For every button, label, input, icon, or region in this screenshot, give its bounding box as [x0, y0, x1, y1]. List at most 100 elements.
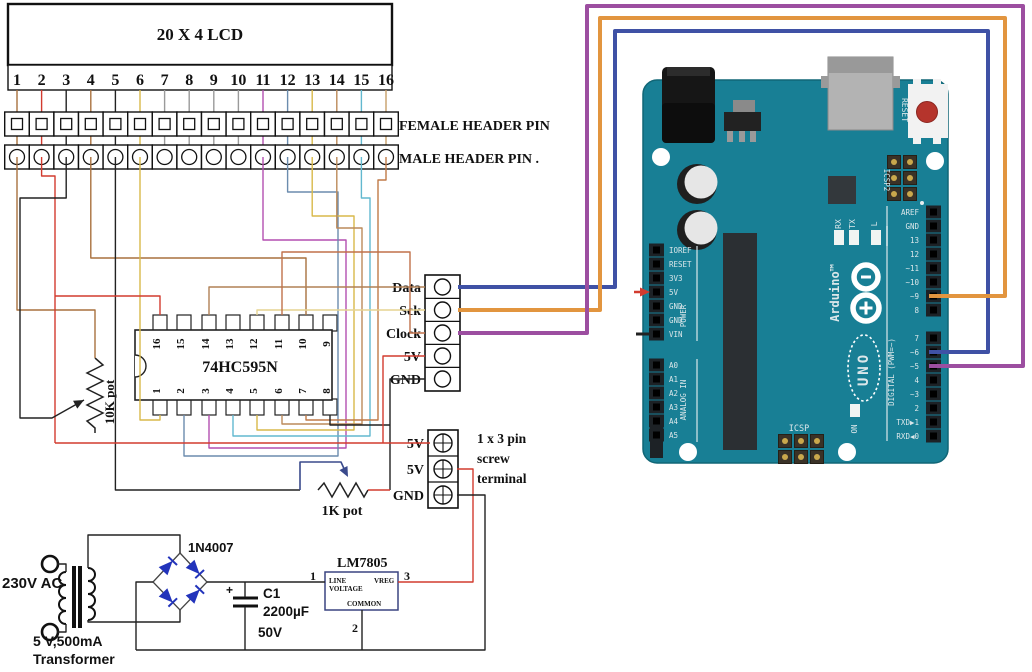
wire-data-wire: [208, 286, 425, 315]
icsp-pad-dot: [782, 438, 788, 444]
wire-ic8-gnd: [329, 415, 390, 426]
female-header-socket: [84, 117, 97, 131]
wire-secondary-bottom: [87, 610, 181, 623]
usb-tab-left: [821, 76, 828, 88]
ac-terminal-top: [40, 554, 60, 574]
terminal5-screw: [433, 301, 452, 319]
ic-bottom-pin-number: 3: [200, 388, 212, 394]
ac-voltage-label: 230V AC: [2, 575, 62, 592]
ic-bottom-pin: [225, 398, 241, 416]
usb-port-top: [828, 57, 893, 73]
regulator-voltage-text: VOLTAGE: [329, 585, 363, 593]
wire-gnd-return: [136, 494, 486, 651]
ic-top-pin-number: 10: [297, 338, 309, 350]
main-chip: [723, 233, 757, 450]
power-pin-label: VIN: [669, 330, 683, 339]
icsp2-label: ICSP2: [882, 169, 891, 192]
ic-top-pin: [176, 314, 192, 332]
pot-10k-resistor: [85, 357, 105, 433]
transformer-label: Transformer: [33, 651, 115, 667]
lcd-pin-number: 10: [230, 72, 246, 89]
reset-button-cap[interactable]: [916, 101, 938, 123]
regulator-tab: [733, 100, 755, 112]
male-header-pin: [181, 148, 198, 166]
ic-bottom-pin: [322, 398, 338, 416]
female-header-socket: [183, 117, 196, 131]
wire-ic16-vcc: [55, 295, 161, 315]
icsp-pad-dot: [782, 454, 788, 460]
regulator-pin2: 2: [352, 621, 358, 635]
icsp-pad-dot: [907, 175, 913, 181]
icsp2-header: [887, 155, 917, 201]
on-led: [850, 404, 860, 417]
ic-top-pin: [152, 314, 168, 332]
terminal3-note-line1: 1 x 3 pin: [477, 431, 527, 446]
terminal5-label: Clock: [386, 327, 421, 342]
arduino-pin-hole: [930, 278, 937, 286]
wire-bridge-neg: [135, 581, 153, 650]
wire-term5-5v: [382, 355, 425, 443]
lcd-pin-number: 4: [87, 72, 95, 89]
wire-secondary-top: [87, 534, 181, 568]
regulator-body: [324, 571, 399, 611]
icsp-header: [778, 434, 824, 464]
arduino-pin-hole: [930, 432, 937, 440]
female-header-socket: [158, 117, 171, 131]
digital-pin-label: AREF: [901, 208, 920, 217]
regulator-pin3: 3: [404, 569, 410, 583]
male-header-pin: [205, 148, 222, 166]
pot10k-wiper-arrow: [73, 400, 84, 409]
reset-button-tab: [913, 79, 921, 85]
wire-reg-out-5v: [398, 468, 474, 583]
ic-bottom-pin: [274, 398, 290, 416]
arduino-board: RESET ICSP2 ICSP RX TX L ON Arduino™ UNO: [642, 56, 949, 464]
female-header-cell: [249, 111, 276, 137]
male-header-label: MALE HEADER PIN .: [399, 152, 539, 167]
arduino-pin-hole: [930, 250, 937, 258]
bridge-part-label: 1N4007: [188, 540, 234, 555]
lcd-title: 20 X 4 LCD: [157, 25, 243, 44]
ic-top-pin: [201, 314, 217, 332]
arduino-pin-hole: [930, 264, 937, 272]
ic-bottom-pin-number: 1: [151, 388, 163, 394]
lcd-pin-number: 7: [161, 72, 169, 89]
ic-top-pin: [322, 314, 338, 332]
female-header-socket: [35, 117, 48, 131]
lcd-pin-number: 15: [353, 72, 369, 89]
capacitor-top: [684, 165, 718, 199]
onboard-regulator: [724, 112, 761, 131]
wire-lcd1-to-10k-top: [16, 157, 96, 358]
lcd-pin-strip: [7, 64, 393, 91]
digital-pin-label: RXD◀0: [896, 432, 919, 441]
wire-pot1k-loop: [299, 461, 347, 490]
arduino-pin-hole: [930, 390, 937, 398]
mounting-hole: [679, 443, 697, 461]
tx-led: [849, 230, 859, 245]
mounting-hole: [652, 148, 670, 166]
wire-sck-to-d9: [458, 16, 1007, 312]
uno-model: UNO: [856, 352, 872, 386]
regulator-line-text: LINE: [329, 577, 346, 585]
lcd-pin-number: 1: [13, 72, 21, 89]
pin1-dot: [920, 201, 924, 205]
arduino-pin-hole: [653, 302, 660, 310]
female-header-socket: [133, 117, 147, 131]
arduino-pin-hole: [653, 260, 660, 268]
mounting-hole: [838, 443, 856, 461]
lcd-pin-number: 2: [38, 72, 46, 89]
pot-10k-label: 10K pot: [102, 379, 117, 424]
lcd-pin-number: 9: [210, 72, 218, 89]
ic-top-pin-number: 16: [151, 338, 163, 350]
terminal3-note-line3: terminal: [477, 471, 527, 486]
arduino-brand: Arduino™: [828, 264, 842, 322]
wire-lcd4-to-ic: [90, 157, 307, 315]
icsp-pad-dot: [907, 191, 913, 197]
female-header-label: FEMALE HEADER PIN: [399, 119, 550, 134]
icsp-pad-dot: [798, 438, 804, 444]
icsp-pad-dot: [814, 438, 820, 444]
analog-pin-label: A2: [669, 389, 678, 398]
arduino-pin-hole: [930, 222, 937, 230]
arduino-pin-hole: [653, 330, 660, 338]
arduino-pin-hole: [930, 376, 937, 384]
